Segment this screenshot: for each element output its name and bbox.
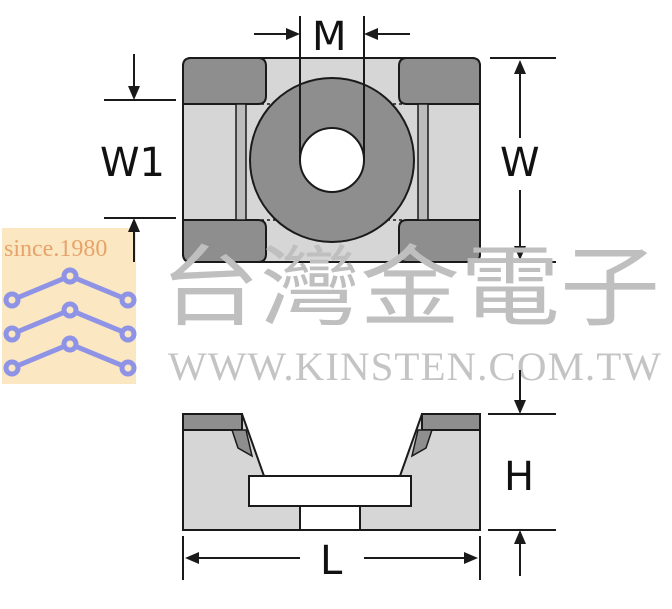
dimension-h [488,370,556,576]
side-cap-right [421,413,481,431]
screw-channel [299,505,361,531]
dimension-label-w: W [500,140,540,186]
logo-circuit-icon [3,267,137,377]
logo-since-text: since.1980 [4,236,107,262]
tie-slot [248,475,412,507]
dimension-w1 [104,54,176,262]
side-latch-left [230,429,254,458]
top-view [182,16,481,263]
dimension-m [254,28,410,40]
channel-wall-right [417,103,429,221]
dimension-w [490,57,556,263]
corner-pad-bottom-right [398,219,481,263]
side-view [182,413,481,531]
corner-pad-top-right [398,57,481,105]
dimension-label-h: H [504,454,534,500]
channel-wall-left [235,103,247,221]
corner-pad-top-left [182,57,267,105]
watermark-company-name: 台灣金電子 [160,236,660,339]
corner-pad-bottom-left [182,219,267,263]
dimension-label-l: L [320,538,343,584]
screw-hole [299,127,365,193]
kinsten-logo: since.1980 [2,228,137,384]
dimension-label-m: M [312,14,347,60]
dimension-l [182,536,481,580]
dimension-label-w1: W1 [100,140,165,186]
side-latch-right [410,429,434,458]
watermark-url: WWW.KINSTEN.COM.TW [168,344,662,389]
side-cap-left [182,413,243,431]
